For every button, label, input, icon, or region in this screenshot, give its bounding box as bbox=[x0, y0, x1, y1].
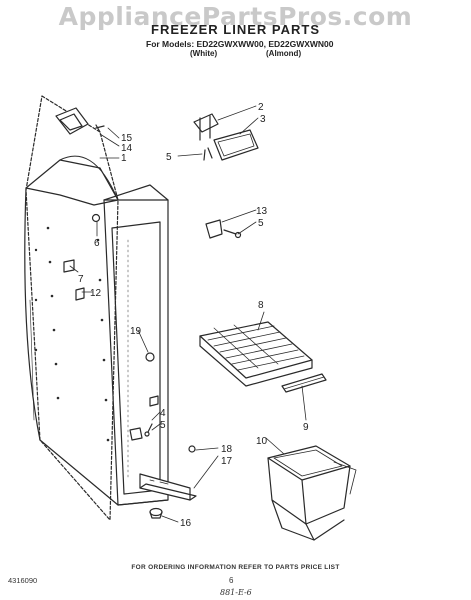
callout-16: 16 bbox=[180, 518, 192, 529]
callout-1: 1 bbox=[121, 153, 127, 164]
callout-18: 18 bbox=[221, 444, 233, 455]
plug-part-16 bbox=[149, 507, 163, 519]
page-number: 6 bbox=[229, 576, 234, 585]
light-bracket-part-2 bbox=[193, 113, 219, 141]
top-bracket-part-14 bbox=[55, 107, 105, 135]
callout-5-lower: 5 bbox=[160, 420, 166, 431]
callout-12: 12 bbox=[90, 288, 102, 299]
callout-8: 8 bbox=[258, 300, 264, 311]
models-line: For Models: ED22GWXWW00, ED22GWXWN00 bbox=[146, 39, 334, 49]
callout-5-hinge: 5 bbox=[258, 218, 264, 229]
hinge-part-13 bbox=[205, 219, 242, 239]
rail-part-17 bbox=[139, 473, 197, 501]
callout-2: 2 bbox=[258, 102, 264, 113]
freezer-liner bbox=[24, 95, 169, 521]
bumper-part-18 bbox=[188, 445, 196, 453]
callout-6: 6 bbox=[94, 238, 100, 249]
callout-7: 7 bbox=[78, 274, 84, 285]
shelf-trim-part-9 bbox=[281, 373, 327, 393]
callout-19: 19 bbox=[130, 326, 142, 337]
callout-14: 14 bbox=[121, 143, 133, 154]
ordering-info-footer: FOR ORDERING INFORMATION REFER TO PARTS … bbox=[131, 564, 340, 571]
wire-shelf-part-8 bbox=[199, 321, 313, 387]
ice-bin-part-10 bbox=[267, 445, 357, 541]
callout-3: 3 bbox=[260, 114, 266, 125]
watermark: AppliancePartsPros.com bbox=[58, 2, 413, 31]
callout-17: 17 bbox=[221, 456, 233, 467]
callout-13: 13 bbox=[256, 206, 268, 217]
leader-lines bbox=[69, 105, 307, 523]
screw-part-4 bbox=[144, 423, 153, 437]
handwritten-note: 881-E-6 bbox=[220, 588, 252, 597]
light-shield-part-3 bbox=[203, 129, 259, 161]
callout-4: 4 bbox=[160, 408, 166, 419]
variant-almond: (Almond) bbox=[266, 49, 302, 58]
callout-5-top: 5 bbox=[166, 152, 172, 163]
callout-10: 10 bbox=[256, 436, 268, 447]
page-title: FREEZER LINER PARTS bbox=[151, 22, 320, 37]
callout-9: 9 bbox=[303, 422, 309, 433]
variant-white: (White) bbox=[190, 49, 218, 58]
document-number: 4316090 bbox=[8, 576, 38, 585]
callout-15: 15 bbox=[121, 133, 133, 144]
